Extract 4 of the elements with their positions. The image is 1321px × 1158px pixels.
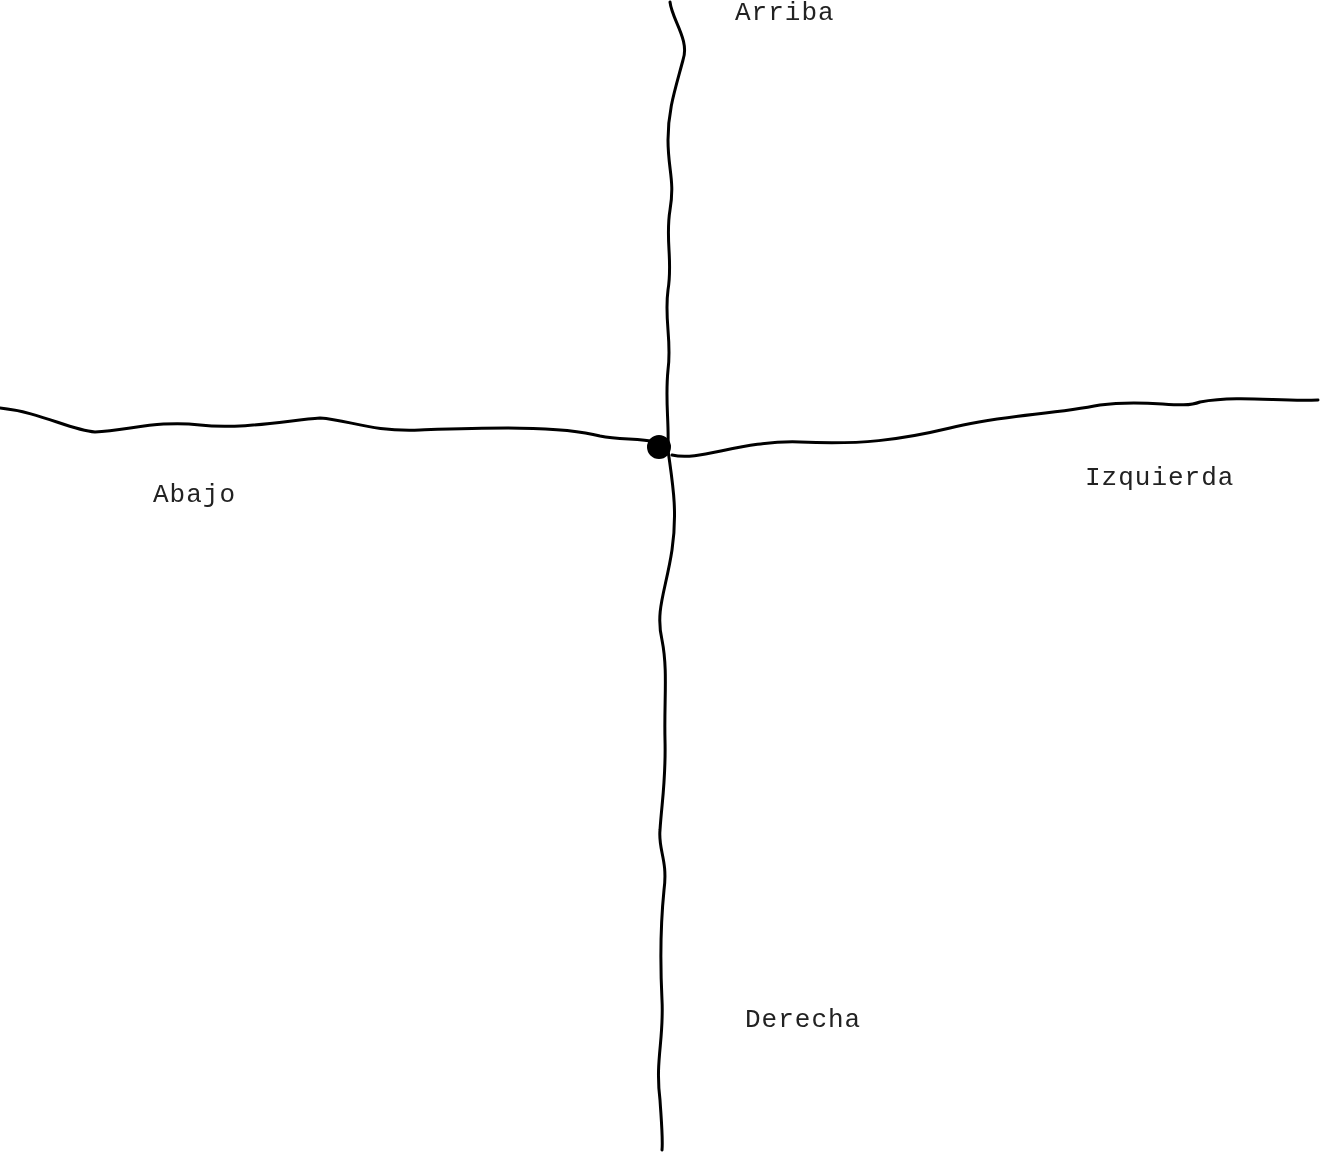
direction-label: Abajo	[153, 480, 236, 510]
direction-label: Izquierda	[1085, 463, 1235, 493]
direction-label: Derecha	[745, 1005, 862, 1035]
direction-label: Arriba	[735, 0, 835, 28]
